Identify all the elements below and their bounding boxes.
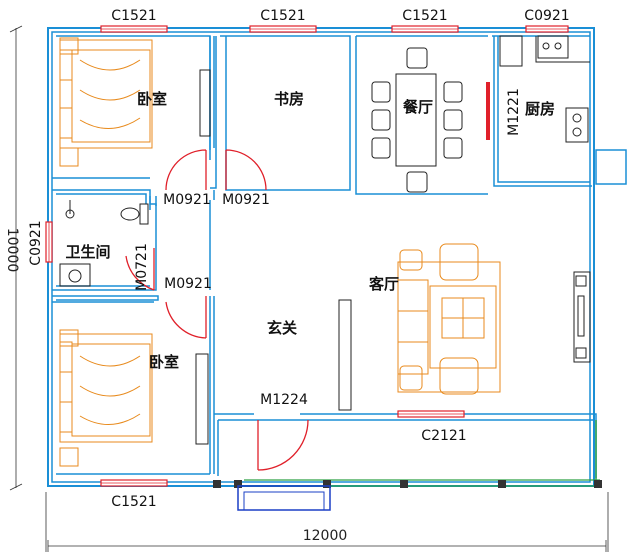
door-label-bed-top: M0921 xyxy=(163,192,211,208)
room-label-bathroom: 卫生间 xyxy=(65,243,110,261)
window-label-top-1: C1521 xyxy=(111,8,156,24)
room-label-kitchen: 厨房 xyxy=(525,100,555,118)
door-label-bed-bottom: M0921 xyxy=(164,276,212,292)
doors xyxy=(125,82,490,471)
sofa-set xyxy=(397,243,501,395)
tv-cabinet xyxy=(573,271,591,363)
kitchen-fixtures xyxy=(499,35,590,143)
room-label-entrance: 玄关 xyxy=(267,319,297,337)
room-label-dining: 餐厅 xyxy=(403,98,433,116)
dining-table xyxy=(371,47,463,193)
window-label-bath: C0921 xyxy=(28,220,44,265)
window-label-bottom: C1521 xyxy=(111,494,156,510)
width-dimension: 12000 xyxy=(303,528,348,544)
room-label-bedroom-bottom: 卧室 xyxy=(149,353,179,371)
room-label-study: 书房 xyxy=(274,90,304,108)
door-label-entrance: M1224 xyxy=(260,392,308,408)
bathroom-fixtures xyxy=(59,200,149,287)
room-label-bedroom-top: 卧室 xyxy=(137,90,167,108)
height-dimension: 10000 xyxy=(4,228,20,273)
door-label-kitchen: M1221 xyxy=(506,88,522,136)
window-label-top-3: C1521 xyxy=(402,8,447,24)
window-label-living-south: C2121 xyxy=(421,428,466,444)
window-label-top-4: C0921 xyxy=(524,8,569,24)
window-label-top-2: C1521 xyxy=(260,8,305,24)
room-label-living: 客厅 xyxy=(368,275,399,293)
door-label-study: M0921 xyxy=(222,192,270,208)
entrance-steps xyxy=(237,485,331,511)
dimension-lines xyxy=(9,25,609,552)
door-label-bath: M0721 xyxy=(134,243,150,291)
terrace-rail xyxy=(213,420,602,488)
windows xyxy=(45,25,569,487)
bed-top xyxy=(59,37,211,167)
bed-bottom xyxy=(59,329,209,467)
